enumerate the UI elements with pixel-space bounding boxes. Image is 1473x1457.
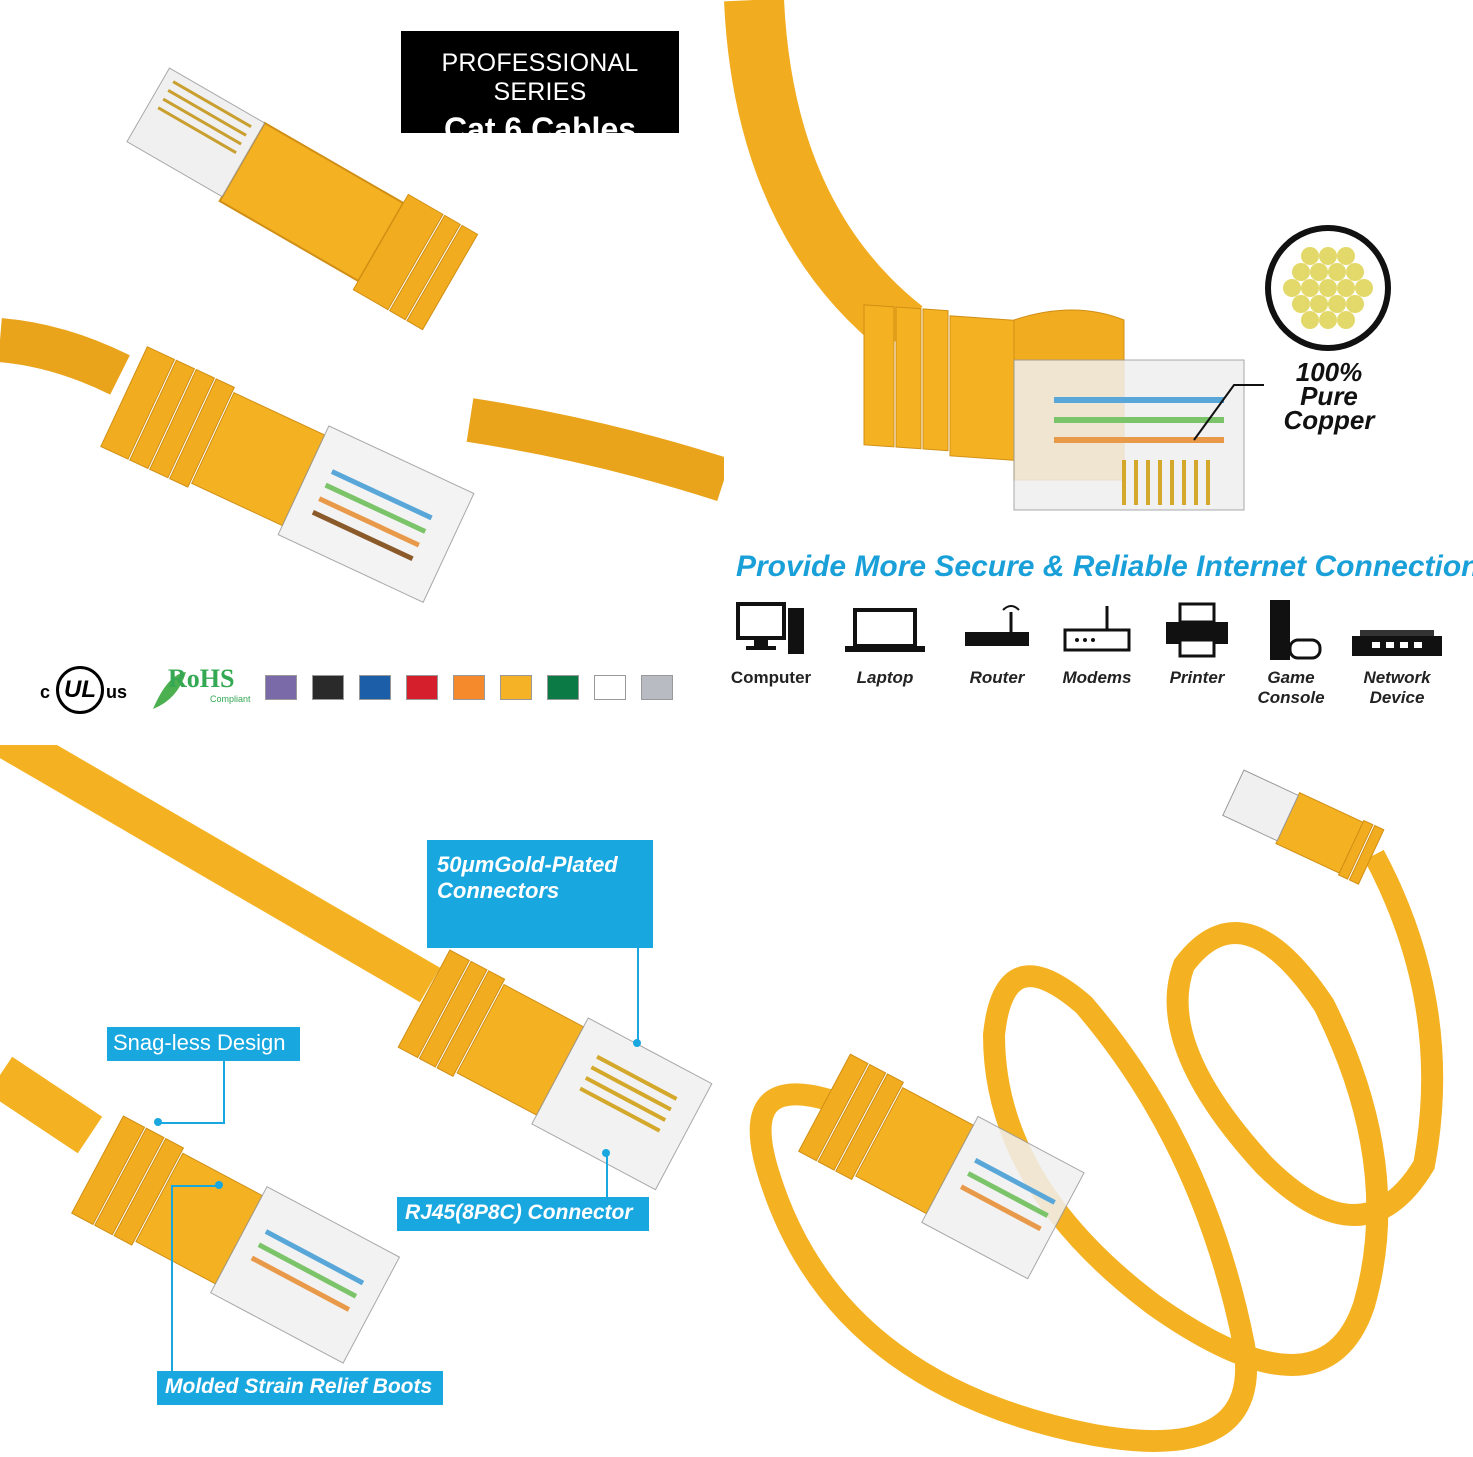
upper-cable <box>0 745 441 1003</box>
device-modems: Modems <box>1042 600 1152 688</box>
device-label: Router <box>969 668 1025 687</box>
coiled-cable-illustration <box>749 769 1444 1452</box>
ul-c-text: c <box>40 682 51 702</box>
device-game-console: Game Console <box>1236 600 1346 708</box>
device-router: Router <box>942 600 1052 688</box>
copper-label-line1: 100% Pure <box>1295 357 1363 411</box>
callout-line <box>171 1185 219 1187</box>
device-label: Computer <box>730 668 812 687</box>
device-laptop: Laptop <box>830 600 940 688</box>
callout-boots: Molded Strain Relief Boots <box>157 1371 443 1405</box>
series-label: PROFESSIONAL SERIES <box>441 49 639 106</box>
callout-dot <box>154 1118 162 1126</box>
connector-closeup-illustration <box>724 0 1391 511</box>
callout-dot <box>633 1039 641 1047</box>
printer-icon <box>1166 602 1228 658</box>
callout-rj45: RJ45(8P8C) Connector <box>397 1197 649 1231</box>
modem-icon <box>1063 606 1131 652</box>
laptop-icon <box>845 608 925 652</box>
device-label-line2: Console <box>1257 688 1325 707</box>
game-console-icon <box>1270 600 1322 660</box>
copper-label-line2: Copper <box>1283 405 1375 435</box>
device-network-device: Network Device <box>1342 600 1452 708</box>
callout-gold-plated-line1: 50μmGold-Plated <box>437 852 618 877</box>
certification-row: c UL us RoHS Compliant <box>40 660 720 720</box>
callout-line <box>637 948 639 1043</box>
network-device-icon <box>1352 630 1442 656</box>
callout-line <box>606 1155 608 1197</box>
color-swatch <box>265 675 297 700</box>
callout-gold-plated-line2: Connectors <box>437 878 560 903</box>
color-swatch <box>641 675 673 700</box>
lower-connector <box>100 346 475 603</box>
device-label: Laptop <box>856 668 914 687</box>
callout-gold-plated: 50μmGold-Plated Connectors <box>427 840 653 948</box>
ul-us-text: us <box>106 682 128 702</box>
rohs-logo: RoHS Compliant <box>148 664 251 716</box>
near-connector <box>798 1053 1085 1280</box>
panel-cable-pair: PROFESSIONAL SERIES Cat.6 Cables c UL us… <box>0 0 724 724</box>
cable-right <box>466 398 724 501</box>
color-swatch <box>359 675 391 700</box>
lower-connector <box>71 1115 401 1364</box>
color-swatch <box>312 675 344 700</box>
upper-connector <box>126 67 479 331</box>
color-swatch <box>500 675 532 700</box>
color-swatch <box>453 675 485 700</box>
color-swatch <box>547 675 579 700</box>
lower-cable <box>0 1056 103 1154</box>
closeup-connector <box>863 304 1245 511</box>
product-title: Cat.6 Cables <box>443 111 637 147</box>
callout-line <box>171 1185 173 1371</box>
callout-dot <box>215 1181 223 1189</box>
rohs-compliant-text: Compliant <box>210 694 251 704</box>
callout-dot <box>602 1149 610 1157</box>
cable-pair-illustration <box>0 67 724 603</box>
copper-label: 100% Pure Copper <box>1264 357 1394 435</box>
headline: Provide More Secure & Reliable Internet … <box>736 550 1473 583</box>
device-label-line1: Game <box>1267 668 1315 687</box>
callout-line <box>158 1122 225 1124</box>
rohs-text: RoHS <box>168 664 235 693</box>
panel-features: 50μmGold-Plated Connectors Snag-less Des… <box>0 745 724 1457</box>
ul-logo: UL <box>56 666 104 714</box>
color-swatch <box>594 675 626 700</box>
device-label: Modems <box>1062 668 1132 687</box>
features-illustration <box>0 745 713 1364</box>
callout-snagless: Snag-less Design <box>107 1027 300 1061</box>
computer-icon <box>736 602 804 654</box>
upper-connector <box>397 949 713 1191</box>
leaf-icon <box>153 672 186 709</box>
copper-cross-section-icon <box>1265 225 1391 351</box>
panel-pure-copper: 100% Pure Copper Provide More Secure & R… <box>724 0 1473 740</box>
device-label: Printer <box>1169 668 1225 687</box>
cable-left <box>0 318 130 395</box>
color-swatch <box>406 675 438 700</box>
device-computer: Computer <box>724 600 826 688</box>
device-label-line2: Device <box>1369 688 1425 707</box>
device-label-line1: Network <box>1363 668 1431 687</box>
copper-pointer-line <box>1193 384 1264 441</box>
far-connector <box>1222 769 1385 885</box>
cable-curve <box>724 0 923 354</box>
panel-coiled-cable <box>724 745 1473 1457</box>
coiled-cable <box>749 849 1444 1452</box>
router-icon <box>965 605 1029 646</box>
callout-line <box>223 1061 225 1123</box>
series-label-box: PROFESSIONAL SERIES Cat.6 Cables <box>401 31 679 147</box>
device-printer: Printer <box>1142 600 1252 688</box>
